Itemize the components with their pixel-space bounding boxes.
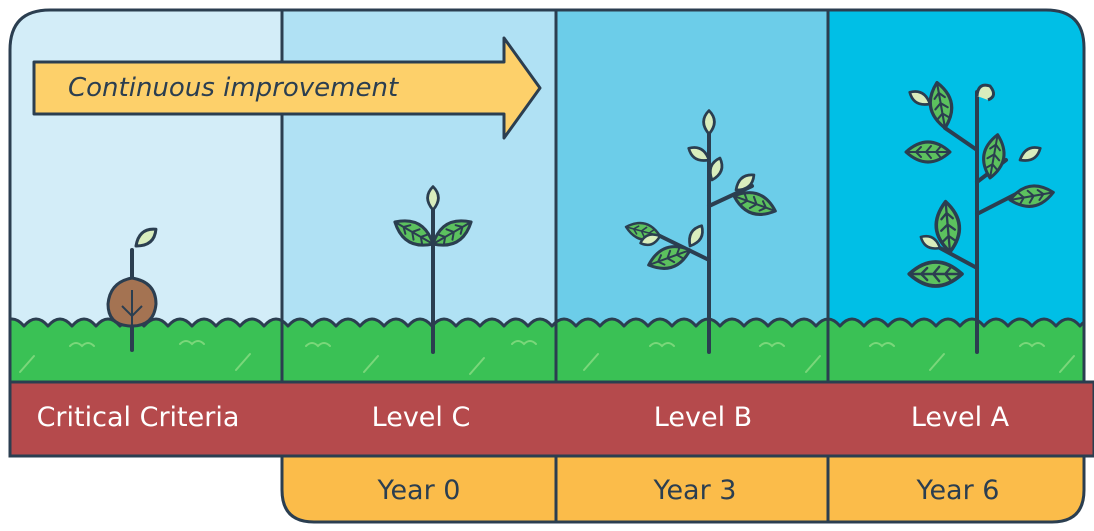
young-plant-icon	[622, 109, 781, 354]
year-row: Year 0 Year 3 Year 6	[280, 454, 1086, 524]
year-label-0: Year 0	[377, 475, 461, 506]
stage-label-level-c: Level C	[372, 402, 471, 433]
stage-label-critical-criteria: Critical Criteria	[37, 402, 240, 433]
stage-backgrounds	[10, 10, 1084, 382]
seedling-icon	[388, 185, 478, 354]
stage-band: Critical Criteria Level C Level B Level …	[8, 380, 1094, 458]
diagram-frame	[8, 8, 1086, 384]
stage-label-level-b: Level B	[654, 402, 752, 433]
continuous-improvement-arrow: Continuous improvement	[32, 36, 542, 140]
stage-label-level-a: Level A	[911, 402, 1010, 433]
grass-strip	[10, 317, 1084, 382]
year-label-6: Year 6	[916, 475, 1000, 506]
year-label-3: Year 3	[653, 475, 737, 506]
mature-plant-icon	[904, 79, 1057, 354]
arrow-label: Continuous improvement	[68, 73, 399, 103]
arrow-right-icon	[32, 36, 542, 140]
seed-sprout-icon	[106, 223, 162, 352]
